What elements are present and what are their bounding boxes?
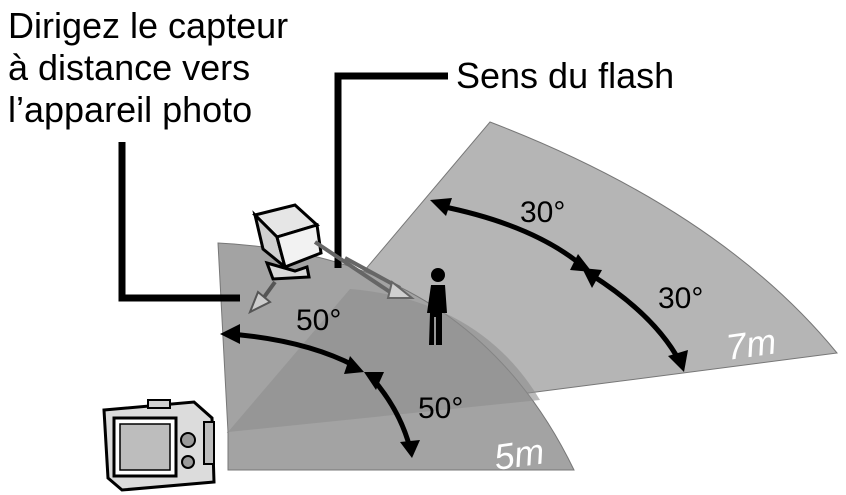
outer-angle-lower-label: 30° bbox=[658, 282, 703, 315]
outer-distance-label: 7m bbox=[723, 320, 778, 368]
instruction-line-3: l’appareil photo bbox=[8, 89, 252, 130]
flash-unit-icon bbox=[252, 203, 323, 281]
outer-angle-arc-upper bbox=[430, 198, 592, 272]
outer-angle-upper-label: 30° bbox=[520, 196, 565, 229]
inner-angle-arc-lower bbox=[364, 372, 420, 458]
overlap-region bbox=[228, 289, 540, 432]
camera-icon bbox=[102, 399, 216, 492]
flash-direction-leader-line bbox=[334, 72, 448, 268]
flash-direction-arrow bbox=[313, 240, 415, 299]
outer-angle-arc-lower bbox=[582, 268, 688, 372]
inner-angle-lower-label: 50° bbox=[418, 392, 463, 425]
inner-distance-label: 5m bbox=[491, 430, 546, 478]
person-icon bbox=[427, 268, 447, 345]
instruction-line-2: à distance vers bbox=[8, 47, 250, 88]
inner-angle-upper-label: 50° bbox=[296, 304, 341, 337]
inner-angle-arc-upper bbox=[220, 324, 364, 374]
instruction-line-1: Dirigez le capteur bbox=[8, 5, 288, 46]
flash-direction-label: Sens du flash bbox=[456, 55, 674, 96]
sensor-direction-arrow bbox=[248, 280, 277, 315]
sensor-leader-line bbox=[118, 142, 240, 302]
